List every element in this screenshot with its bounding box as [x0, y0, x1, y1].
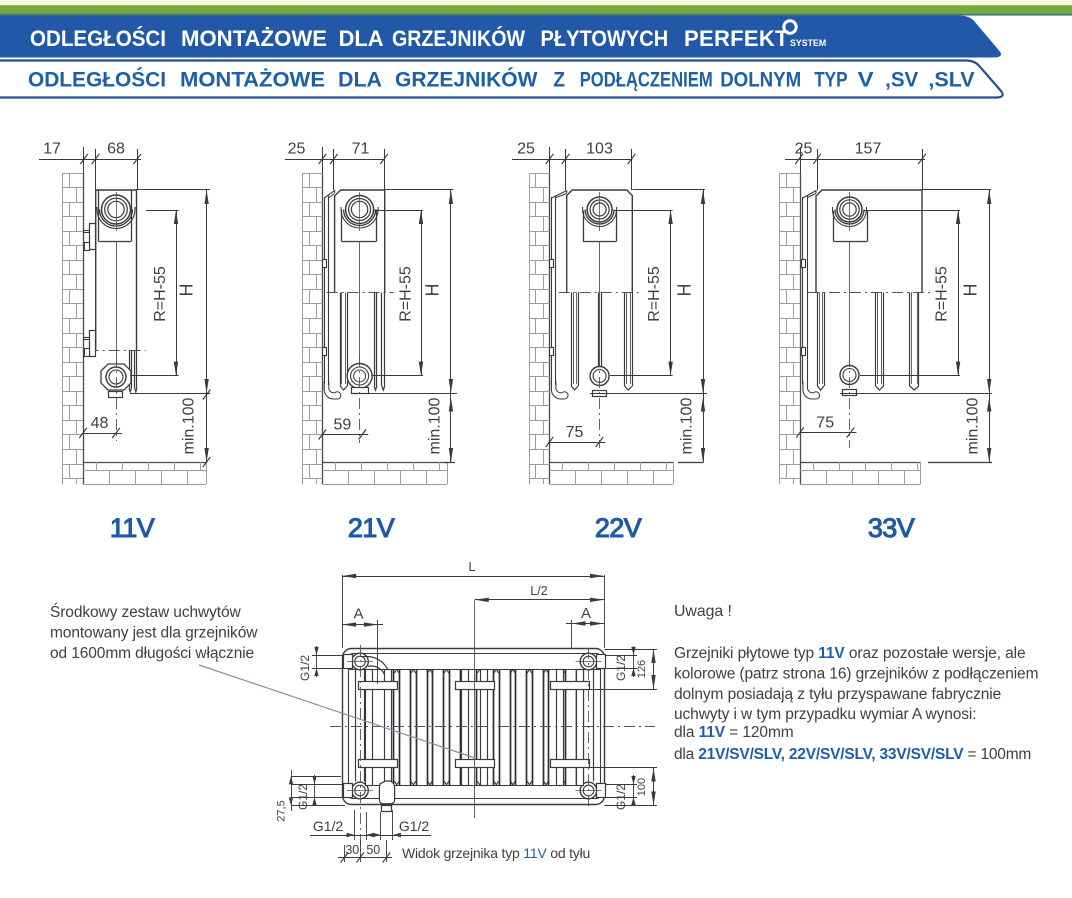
svg-text:montowany jest dla grzejników: montowany jest dla grzejników: [50, 624, 258, 641]
svg-text:126: 126: [636, 660, 648, 678]
svg-text:Widok grzejnika typ 11V od tył: Widok grzejnika typ 11V od tyłu: [402, 845, 590, 861]
svg-text:PERFEKT: PERFEKT: [684, 26, 789, 51]
svg-text:100: 100: [636, 778, 648, 796]
svg-text:R=H-55: R=H-55: [934, 266, 951, 322]
svg-text:68: 68: [107, 141, 125, 158]
svg-text:,SV: ,SV: [885, 67, 919, 92]
svg-text:17: 17: [43, 141, 61, 158]
svg-text:A: A: [353, 606, 363, 623]
svg-text:GRZEJNIKÓW: GRZEJNIKÓW: [395, 67, 538, 92]
svg-text:MONTAŻOWE: MONTAŻOWE: [181, 26, 327, 51]
svg-text:min.100: min.100: [679, 397, 696, 454]
svg-text:min.100: min.100: [181, 397, 198, 454]
svg-text:11V: 11V: [110, 513, 155, 543]
svg-text:DOLNYM: DOLNYM: [720, 67, 801, 92]
svg-text:75: 75: [566, 424, 584, 441]
svg-text:Grzejniki płytowe typ 11V oraz: Grzejniki płytowe typ 11V oraz pozostałe…: [674, 645, 1026, 662]
svg-text:A: A: [581, 605, 591, 622]
svg-text:MONTAŻOWE: MONTAŻOWE: [180, 67, 325, 92]
svg-text:21V: 21V: [348, 513, 395, 543]
svg-text:H: H: [177, 284, 197, 297]
svg-text:G1/2: G1/2: [313, 818, 344, 834]
svg-text:25: 25: [795, 141, 813, 158]
svg-text:dla 21V/SV/SLV, 22V/SV/SLV, 33: dla 21V/SV/SLV, 22V/SV/SLV, 33V/SV/SLV =…: [674, 746, 1031, 763]
svg-text:27,5: 27,5: [276, 800, 288, 821]
svg-text:22V: 22V: [595, 513, 642, 543]
svg-text:L/2: L/2: [530, 584, 547, 598]
svg-text:uchwyty i w tym przypadku wymi: uchwyty i w tym przypadku wymiar A wynos…: [674, 706, 976, 723]
svg-text:GRZEJNIKÓW: GRZEJNIKÓW: [392, 26, 525, 51]
svg-text:min.100: min.100: [965, 397, 982, 454]
svg-text:71: 71: [352, 141, 370, 158]
svg-text:50: 50: [366, 843, 380, 857]
svg-text:R=H-55: R=H-55: [152, 266, 169, 322]
svg-text:DLA: DLA: [339, 26, 384, 51]
svg-text:Uwaga !: Uwaga !: [674, 603, 732, 620]
svg-text:H: H: [423, 284, 443, 297]
svg-text:H: H: [675, 284, 695, 297]
svg-text:Z: Z: [553, 67, 565, 92]
svg-text:157: 157: [855, 141, 882, 158]
svg-text:dla 11V = 120mm: dla 11V = 120mm: [674, 724, 794, 741]
svg-text:48: 48: [91, 415, 109, 432]
svg-text:PODŁĄCZENIEM: PODŁĄCZENIEM: [580, 67, 713, 92]
svg-text:TYP: TYP: [814, 67, 847, 92]
svg-text:G1/2: G1/2: [614, 655, 628, 681]
svg-text:SYSTEM: SYSTEM: [790, 38, 826, 48]
svg-text:G1/2: G1/2: [614, 784, 628, 810]
svg-text:75: 75: [816, 415, 834, 432]
svg-text:33V: 33V: [868, 513, 915, 543]
svg-text:min.100: min.100: [427, 397, 444, 454]
svg-text:od 1600mm długości włącznie: od 1600mm długości włącznie: [50, 645, 254, 662]
svg-text:H: H: [961, 284, 981, 297]
svg-text:ODLEGŁOŚCI: ODLEGŁOŚCI: [28, 67, 166, 92]
svg-text:PŁYTOWYCH: PŁYTOWYCH: [541, 26, 669, 51]
svg-text:25: 25: [517, 141, 535, 158]
svg-text:G1/2: G1/2: [298, 655, 312, 681]
svg-text:Środkowy zestaw uchwytów: Środkowy zestaw uchwytów: [50, 603, 241, 621]
svg-text:103: 103: [586, 141, 613, 158]
svg-text:30: 30: [345, 843, 359, 857]
svg-text:ODLEGŁOŚCI: ODLEGŁOŚCI: [30, 26, 166, 51]
svg-text:kolorowe (patrz strona 16) grz: kolorowe (patrz strona 16) grzejników z …: [674, 665, 1038, 682]
svg-text:59: 59: [334, 416, 352, 433]
svg-text:G1/2: G1/2: [399, 818, 430, 834]
svg-text:dolnym posiadają z tyłu przysp: dolnym posiadają z tyłu przyspawane fabr…: [674, 686, 1001, 703]
svg-text:,SLV: ,SLV: [928, 67, 975, 92]
svg-text:25: 25: [288, 141, 306, 158]
svg-text:DLA: DLA: [338, 67, 382, 92]
svg-text:R=H-55: R=H-55: [646, 266, 663, 322]
svg-text:G1/2: G1/2: [296, 784, 310, 810]
svg-text:L: L: [469, 560, 476, 574]
svg-text:V: V: [858, 67, 875, 92]
svg-text:R=H-55: R=H-55: [398, 266, 415, 322]
